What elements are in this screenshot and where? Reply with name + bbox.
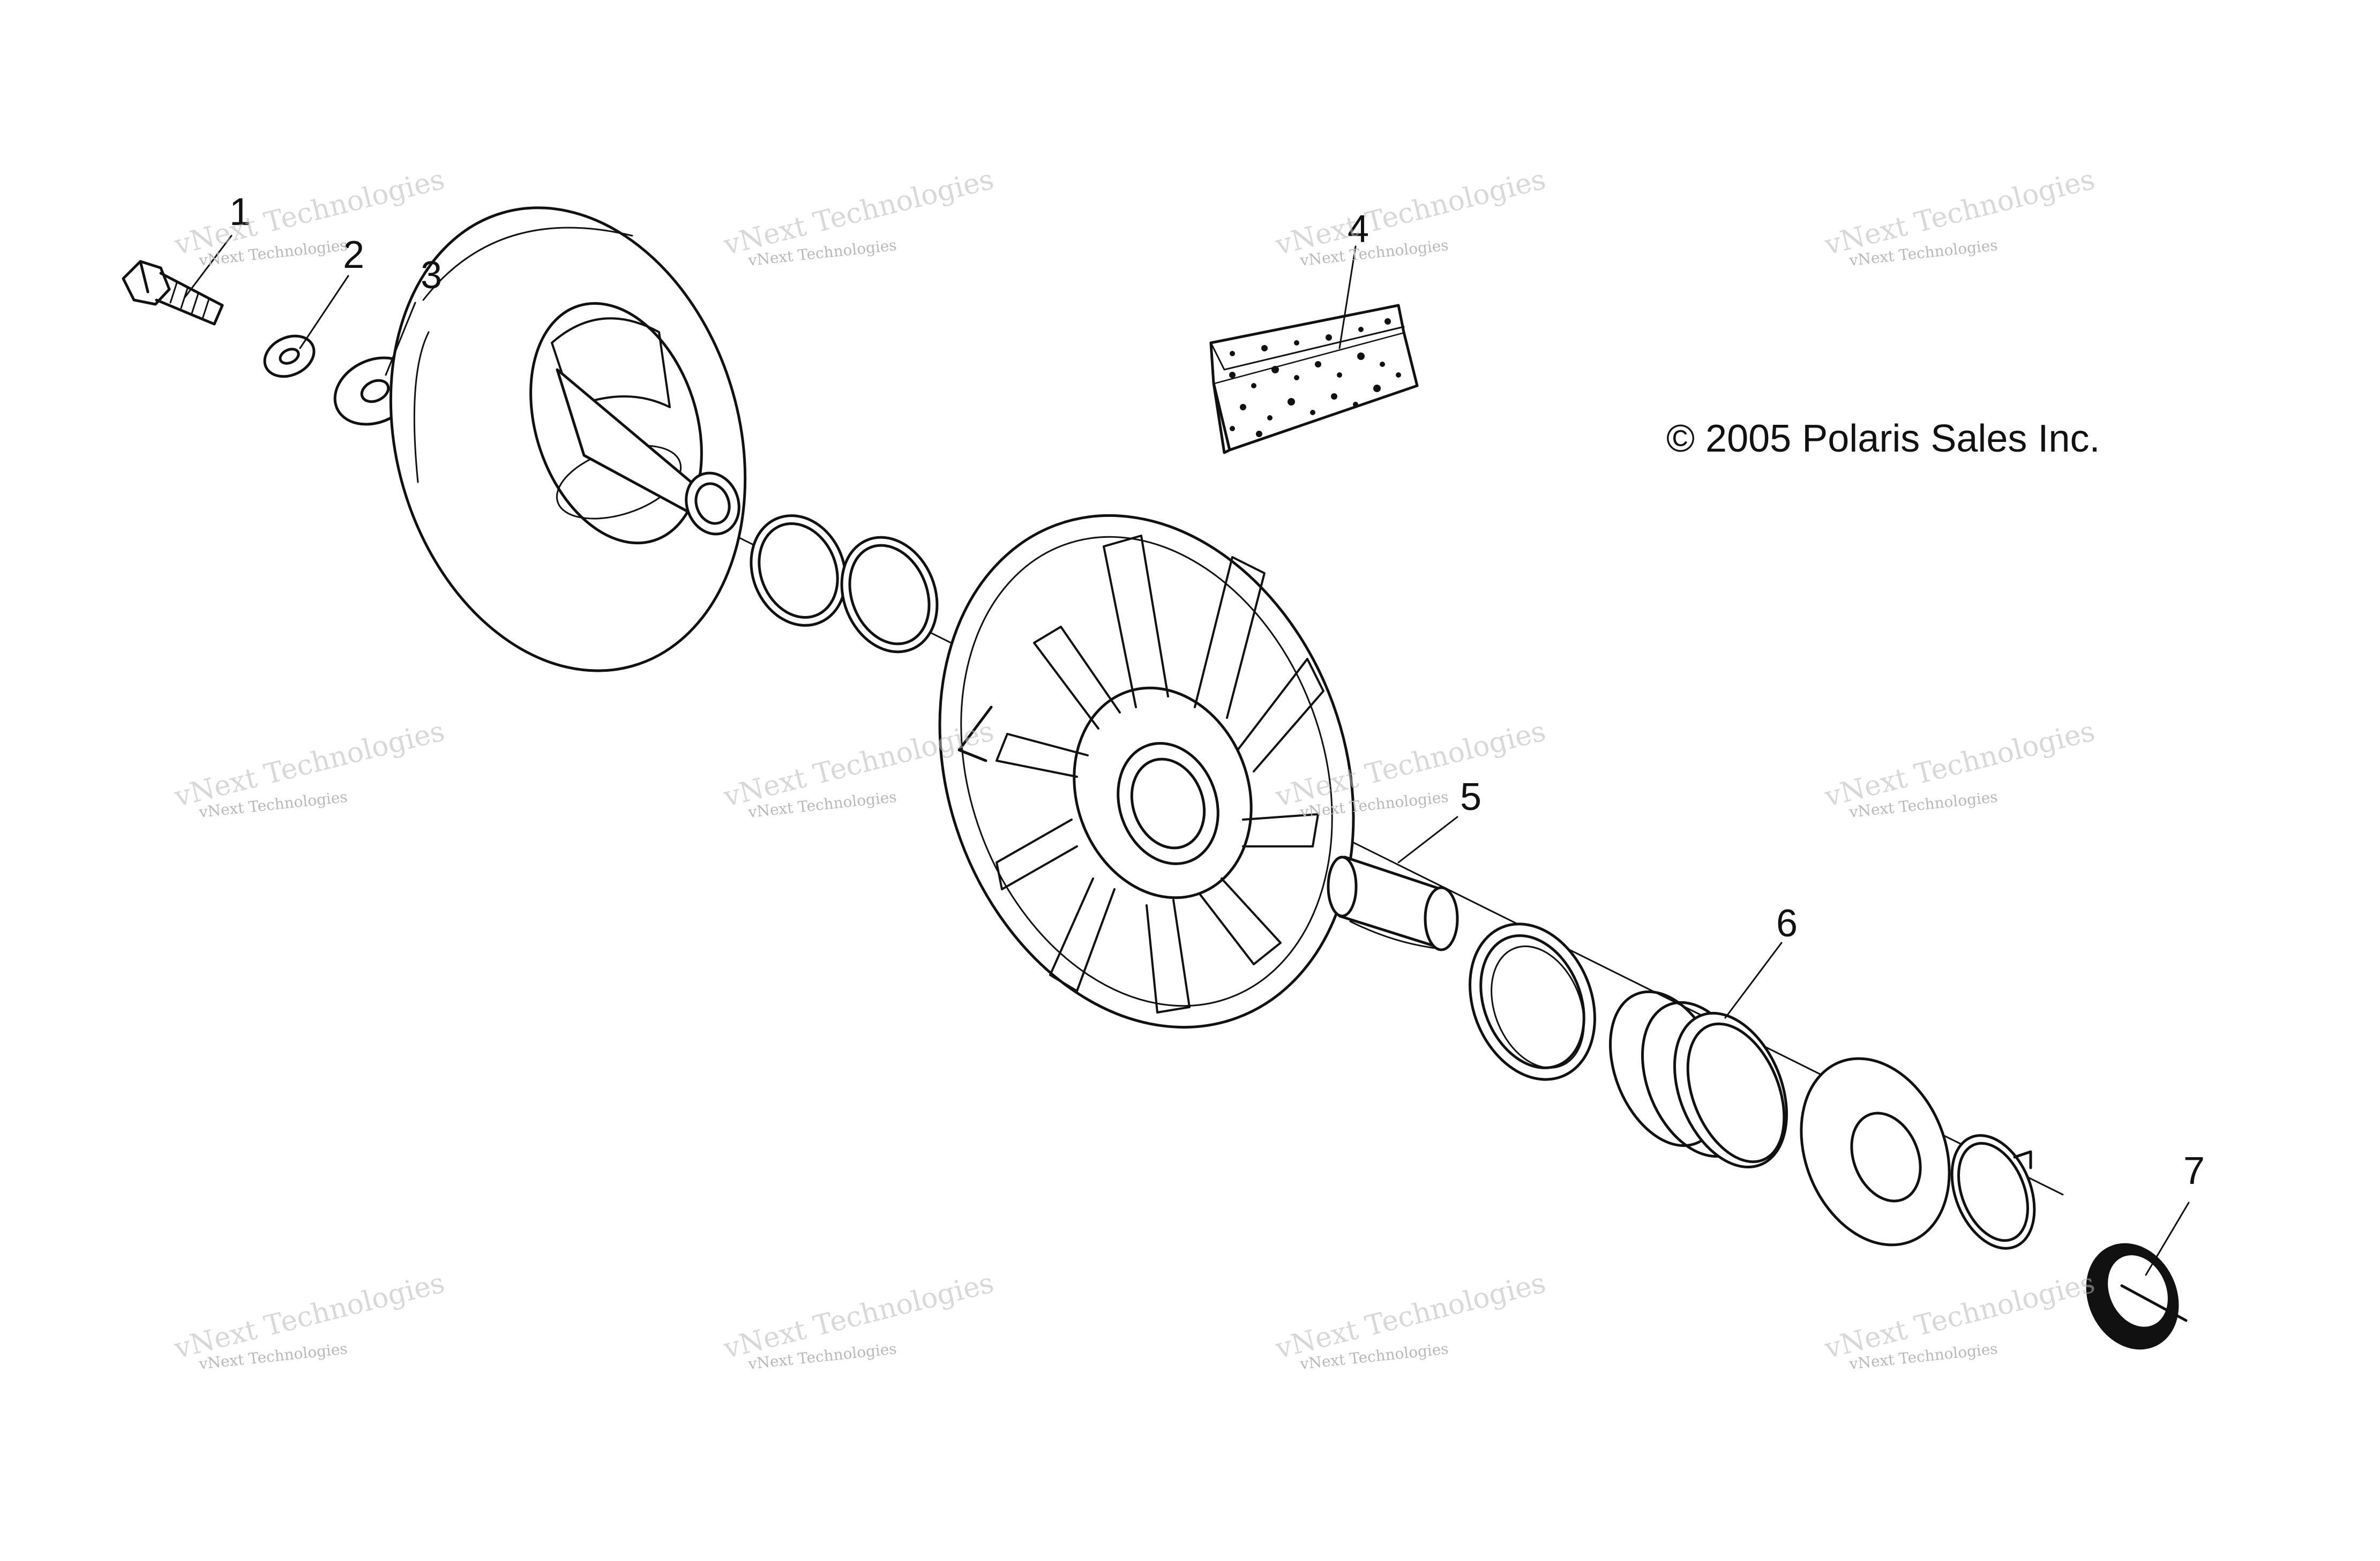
leader-lines [184,235,2190,1276]
bolt-part [122,260,224,326]
callout-5: 5 [1460,776,1482,819]
watermark: vNext Technologies vNext Technologies [171,163,448,269]
callout-7: 7 [2183,1150,2205,1192]
snap-ring-part [1950,1134,2036,1250]
spacer-rings-part [750,514,939,654]
callout-6: 6 [1776,902,1798,945]
movable-sheave-part [938,514,1355,1029]
callout-1: 1 [229,191,251,234]
spring-cup-part [1800,1057,1951,1247]
watermark: vNext Technologies vNext Technologies [721,1267,997,1373]
fixed-sheave-part [389,206,747,672]
watermark: vNext Technologies vNext Technologies [721,163,997,269]
watermark: vNext Technologies vNext Technologies [171,1267,448,1373]
watermark: vNext Technologies vNext Technologies [1273,715,1549,821]
watermark: vNext Technologies vNext Technologies [171,715,448,821]
callout-4: 4 [1348,208,1369,251]
watermark: vNext Technologies vNext Technologies [1273,1267,1549,1373]
cap-nut-part [2086,1243,2188,1350]
bushing-part [1327,855,1459,951]
watermark: vNext Technologies vNext Technologies [1822,1267,2098,1373]
watermark: vNext Technologies vNext Technologies [721,715,997,821]
watermark: vNext Technologies vNext Technologies [1822,163,2098,269]
spring-part [1609,990,1788,1169]
small-washer-part [263,334,316,378]
watermark: vNext Technologies vNext Technologies [1273,163,1549,269]
callout-3: 3 [421,254,443,297]
callout-2: 2 [343,234,365,276]
watermark: vNext Technologies vNext Technologies [1822,715,2098,821]
seal-ring-part [1469,922,1596,1081]
button-block-part [1209,304,1419,454]
copyright-text: © 2005 Polaris Sales Inc. [1666,417,2100,460]
